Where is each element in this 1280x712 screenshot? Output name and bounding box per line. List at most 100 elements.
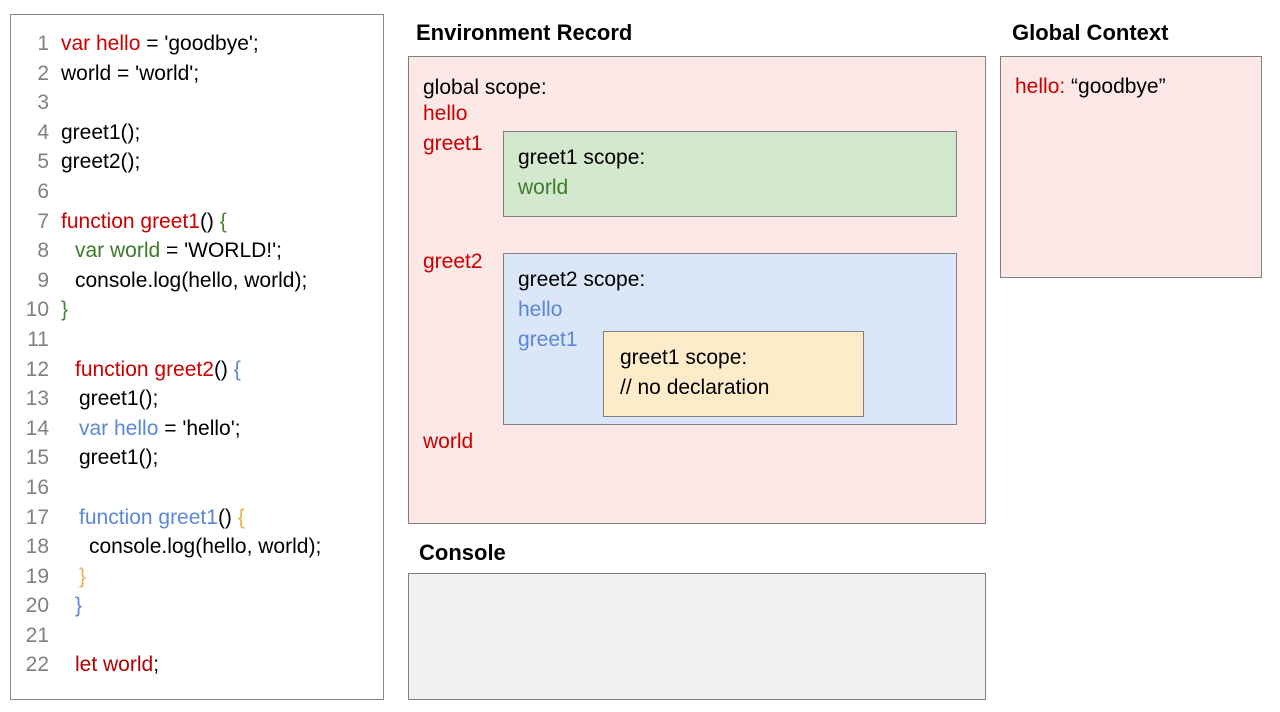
- code-token: console.log(hello, world);: [75, 268, 308, 292]
- code-line-text: function greet2() {: [49, 355, 241, 385]
- code-token: = 'hello';: [158, 416, 241, 440]
- code-token: greet1();: [79, 446, 159, 470]
- code-line-number: 3: [37, 91, 49, 115]
- code-line-text: console.log(hello, world);: [49, 266, 307, 296]
- global-binding-hello: hello: [423, 102, 468, 125]
- code-line-text: let world;: [49, 650, 159, 680]
- code-token: greet1();: [79, 387, 159, 411]
- code-token: let world: [75, 653, 154, 677]
- code-line[interactable]: 5 greet2();: [11, 147, 383, 177]
- code-line[interactable]: 10}: [11, 295, 383, 325]
- code-line-number: 14: [25, 416, 49, 440]
- code-line-number: 12: [25, 357, 49, 381]
- code-line-text: greet1();: [49, 384, 158, 414]
- code-token: {: [219, 209, 227, 233]
- code-line[interactable]: 18 console.log(hello, world);: [11, 532, 383, 562]
- code-token: var world: [75, 239, 161, 263]
- code-token: (): [213, 357, 234, 381]
- console-title: Console: [419, 540, 506, 565]
- environment-record-title: Environment Record: [416, 20, 633, 45]
- code-line-number: 2: [37, 61, 49, 85]
- code-token: }: [75, 594, 83, 618]
- code-line-number: 21: [25, 623, 49, 647]
- code-line-text: function greet1() {: [49, 503, 245, 533]
- greet1-scope-box: greet1 scope: world: [503, 131, 957, 217]
- code-line-number: 19: [25, 564, 49, 588]
- code-line[interactable]: 15 greet1();: [11, 443, 383, 473]
- code-line[interactable]: 16: [11, 473, 383, 503]
- code-line-number: 9: [37, 268, 49, 292]
- greet2-scope-heading: greet2 scope:: [518, 268, 646, 291]
- code-token: {: [237, 505, 245, 529]
- code-line[interactable]: 11: [11, 325, 383, 355]
- code-line-number: 10: [25, 298, 49, 322]
- code-line-text: }: [49, 295, 68, 325]
- code-line-number: 1: [37, 32, 49, 55]
- global-context-box: hello: “goodbye”: [1000, 56, 1262, 278]
- code-token: = 'goodbye';: [140, 32, 259, 55]
- code-line-text: var hello = 'goodbye';: [49, 29, 259, 59]
- code-token: }: [61, 298, 69, 322]
- code-line-text: }: [49, 562, 86, 592]
- code-token: {: [233, 357, 241, 381]
- code-line[interactable]: 4 greet1();: [11, 118, 383, 148]
- code-line[interactable]: 19}: [11, 562, 383, 592]
- code-token: function greet2: [75, 357, 214, 381]
- code-line-text: var hello = 'hello';: [49, 414, 241, 444]
- code-token: (): [217, 505, 238, 529]
- code-line-number: 22: [25, 653, 49, 677]
- code-line-number: 6: [37, 179, 49, 203]
- code-line[interactable]: 9 console.log(hello, world);: [11, 266, 383, 296]
- global-context-entry: hello: “goodbye”: [1015, 75, 1166, 99]
- greet1-scope-binding-world: world: [518, 176, 569, 199]
- code-line-number: 11: [27, 327, 49, 351]
- code-line-text: var world = 'WORLD!';: [49, 236, 282, 266]
- code-line-number: 20: [25, 594, 49, 618]
- code-line[interactable]: 6: [11, 177, 383, 207]
- inner-greet1-scope-comment: // no declaration: [620, 376, 770, 399]
- code-line[interactable]: 13 greet1();: [11, 384, 383, 414]
- code-line-number: 13: [25, 387, 49, 411]
- code-line-number: 15: [25, 446, 49, 470]
- code-line-number: 4: [37, 120, 49, 144]
- code-token: greet1();: [61, 120, 141, 144]
- global-scope-heading: global scope:: [423, 76, 547, 99]
- console-output-box[interactable]: [408, 573, 986, 700]
- environment-record-box: global scope: hello greet1 greet2 world …: [408, 56, 986, 524]
- code-token: }: [79, 564, 87, 588]
- code-line-text: world = 'world';: [49, 59, 199, 89]
- code-token: greet2();: [61, 150, 141, 174]
- code-line-number: 7: [37, 209, 49, 233]
- code-line[interactable]: 3: [11, 88, 383, 118]
- code-token: = 'WORLD!';: [160, 239, 282, 263]
- code-token: var hello: [61, 32, 141, 55]
- code-line-text: greet2();: [49, 147, 140, 177]
- global-context-title: Global Context: [1012, 20, 1169, 45]
- code-token: ;: [153, 653, 160, 677]
- code-line-text: greet1();: [49, 443, 158, 473]
- code-token: function greet1: [79, 505, 218, 529]
- code-line-text: function greet1() {: [49, 207, 227, 237]
- global-binding-greet1: greet1: [423, 132, 483, 155]
- global-binding-world: world: [423, 430, 474, 453]
- code-line[interactable]: 20}: [11, 591, 383, 621]
- code-token: console.log(hello, world);: [89, 535, 322, 559]
- code-line-number: 17: [25, 505, 49, 529]
- code-token: var hello: [79, 416, 159, 440]
- code-line-number: 18: [25, 535, 49, 559]
- greet1-scope-heading: greet1 scope:: [518, 146, 646, 169]
- global-context-entry-value: “goodbye”: [1065, 75, 1166, 98]
- code-line[interactable]: 21: [11, 621, 383, 651]
- code-line-text: greet1();: [49, 118, 140, 148]
- code-line-number: 5: [37, 150, 49, 174]
